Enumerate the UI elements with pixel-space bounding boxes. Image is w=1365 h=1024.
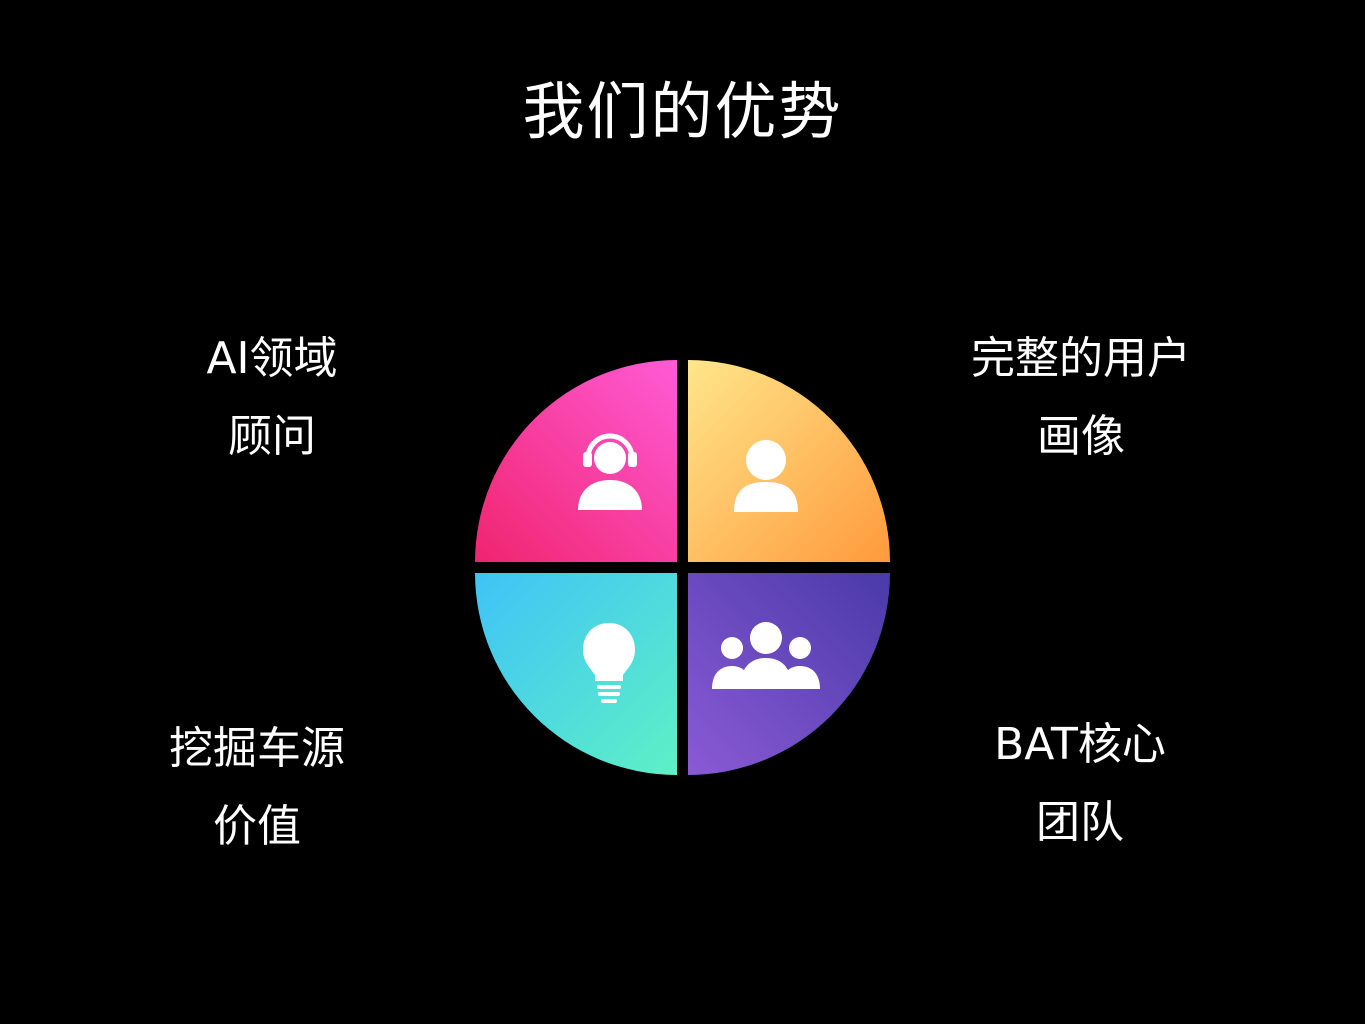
label-line: AI领域 — [206, 333, 338, 384]
quadrant-bottom-left — [475, 573, 677, 775]
user-icon — [734, 440, 798, 512]
slide-title: 我们的优势 — [522, 75, 843, 148]
headset-person-icon — [578, 433, 642, 510]
label-line: 完整的用户 — [971, 333, 1191, 384]
label-line: BAT核心 — [994, 719, 1166, 770]
quadrant-top-right — [688, 360, 890, 562]
quadrant-circle — [470, 355, 895, 780]
label-bat-team: BAT核心 团队 — [960, 706, 1200, 862]
label-car-source-value: 挖掘车源 价值 — [132, 710, 382, 866]
quadrant-circle-graphic — [475, 360, 890, 775]
label-line: 团队 — [1036, 797, 1124, 848]
team-icon — [712, 622, 820, 689]
label-line: 价值 — [213, 801, 301, 852]
label-ai-consultant: AI领域 顾问 — [152, 320, 392, 476]
quadrant-top-left — [475, 360, 677, 562]
label-user-profile: 完整的用户 画像 — [936, 320, 1226, 476]
lightbulb-icon — [583, 623, 635, 703]
label-line: 挖掘车源 — [169, 723, 345, 774]
label-line: 顾问 — [228, 411, 316, 462]
label-line: 画像 — [1037, 411, 1125, 462]
